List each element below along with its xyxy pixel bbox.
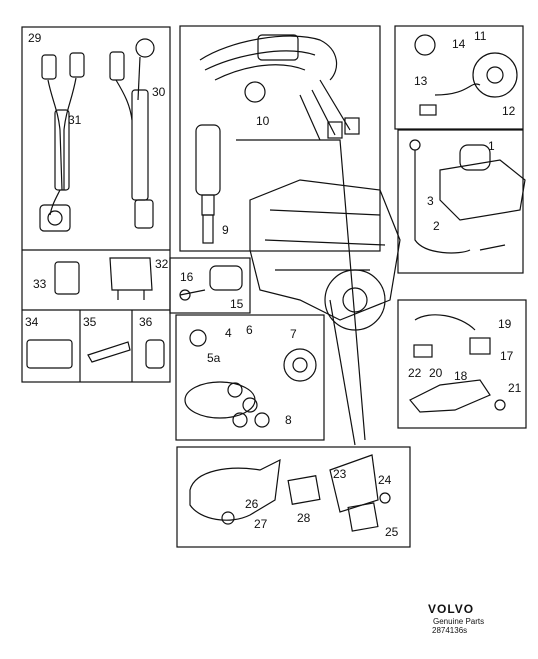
connector-34 <box>26 339 73 369</box>
ignition-leads-10 <box>199 34 360 141</box>
callout-7: 7 <box>290 327 297 341</box>
genuine-parts-text: Genuine Parts <box>433 617 485 626</box>
gasket-28 <box>287 475 321 505</box>
callout-2: 2 <box>433 219 440 233</box>
sensor-11 <box>414 34 518 116</box>
callout-28: 28 <box>297 511 311 525</box>
part-number-text: 2874136s <box>432 626 468 635</box>
wiring-harness-30 <box>109 38 155 229</box>
distributor-cap-8 <box>184 329 317 428</box>
bracket-26 <box>189 458 281 525</box>
callout-25: 25 <box>385 525 399 539</box>
callout-9: 9 <box>222 223 229 237</box>
callout-16: 16 <box>180 270 194 284</box>
callout-14: 14 <box>452 37 466 51</box>
volvo-logo-text: VOLVO <box>428 602 475 616</box>
callout-6: 6 <box>246 323 253 337</box>
callout-labels: 29 30 31 32 33 34 35 36 10 9 11 14 13 12… <box>25 29 522 539</box>
panel-sensor-11 <box>394 25 524 130</box>
terminal-35 <box>87 341 131 363</box>
callout-27: 27 <box>254 517 268 531</box>
panel-small-parts-16 <box>169 257 251 314</box>
ignition-coil-1 <box>409 139 526 254</box>
callout-35: 35 <box>83 315 97 329</box>
panel-harness <box>21 26 171 383</box>
panel-brackets <box>176 446 411 548</box>
wiring-harness-31 <box>39 52 85 232</box>
callout-10: 10 <box>256 114 270 128</box>
panel-crank-sensor <box>397 299 527 429</box>
connector-33 <box>54 257 153 300</box>
callout-26: 26 <box>245 497 259 511</box>
engine-block <box>236 139 401 446</box>
callout-18: 18 <box>454 369 468 383</box>
callout-36: 36 <box>139 315 153 329</box>
callout-12: 12 <box>502 104 516 118</box>
callout-29: 29 <box>28 31 42 45</box>
bracket-23 <box>329 454 391 532</box>
callout-22: 22 <box>408 366 422 380</box>
callout-5a: 5a <box>207 351 221 365</box>
callout-15: 15 <box>230 297 244 311</box>
callout-30: 30 <box>152 85 166 99</box>
callout-21: 21 <box>508 381 522 395</box>
spark-plug-9 <box>195 124 221 244</box>
callout-8: 8 <box>285 413 292 427</box>
callout-11: 11 <box>474 29 487 43</box>
panel-ignition-leads <box>179 25 381 252</box>
callout-31: 31 <box>68 113 82 127</box>
callout-19: 19 <box>498 317 512 331</box>
callout-3: 3 <box>427 194 434 208</box>
callout-4: 4 <box>225 326 232 340</box>
panel-distributor <box>175 314 325 441</box>
seal-36 <box>145 339 165 369</box>
crank-sensor-17 <box>409 314 506 413</box>
callout-13: 13 <box>414 74 428 88</box>
callout-23: 23 <box>333 467 347 481</box>
callout-1: 1 <box>488 139 495 153</box>
callout-24: 24 <box>378 473 392 487</box>
panel-ignition-coil <box>397 129 524 274</box>
callout-17: 17 <box>500 349 514 363</box>
sensor-16 <box>179 265 243 301</box>
callout-20: 20 <box>429 366 443 380</box>
callout-34: 34 <box>25 315 39 329</box>
callout-33: 33 <box>33 277 47 291</box>
callout-32: 32 <box>155 257 169 271</box>
